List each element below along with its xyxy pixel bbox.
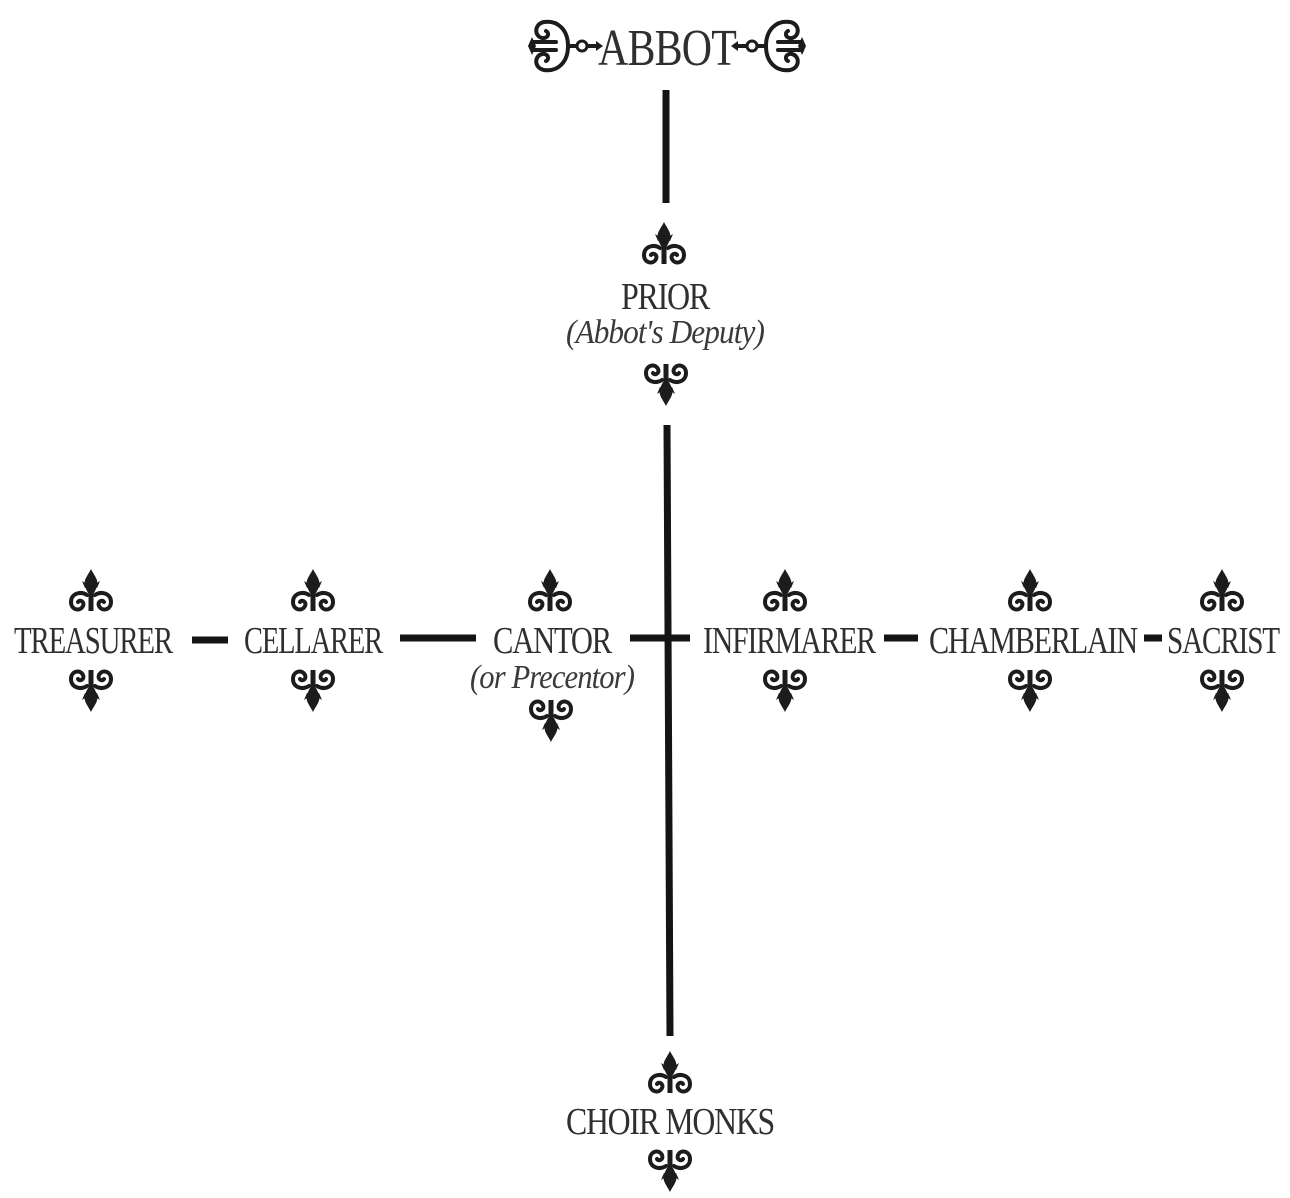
fleuron-icon: [648, 1049, 692, 1095]
fleuron-icon: [531, 700, 571, 742]
node-treasurer: TREASURER: [14, 567, 175, 712]
node-prior: PRIOR (Abbot's Deputy): [566, 220, 766, 406]
swash-right-ornament: [729, 19, 808, 73]
node-cantor: CANTOR (or Precentor): [470, 567, 636, 742]
fleuron-icon: [1008, 567, 1052, 613]
fleuron-icon: [293, 670, 333, 712]
node-sacrist: SACRIST: [1167, 567, 1281, 712]
prior-subtitle: (Abbot's Deputy): [566, 314, 765, 351]
cantor-subtitle: (or Precentor): [470, 659, 635, 696]
abbot-label: ABBOT: [598, 20, 736, 77]
node-abbot: ABBOT: [526, 19, 808, 77]
sacrist-label: SACRIST: [1167, 620, 1280, 662]
prior-label: PRIOR: [621, 276, 711, 318]
node-cellarer: CELLARER: [244, 567, 385, 712]
fleuron-icon: [71, 670, 111, 712]
cantor-label: CANTOR: [493, 620, 613, 662]
swash-left-ornament: [526, 19, 605, 73]
cellarer-label: CELLARER: [244, 620, 384, 662]
fleuron-icon: [291, 567, 335, 613]
fleuron-icon: [1202, 670, 1242, 712]
node-chamberlain: CHAMBERLAIN: [929, 567, 1139, 712]
fleuron-icon: [763, 567, 807, 613]
fleuron-icon: [1200, 567, 1244, 613]
chamberlain-label: CHAMBERLAIN: [929, 620, 1138, 662]
treasurer-label: TREASURER: [14, 620, 174, 662]
fleuron-icon: [528, 567, 572, 613]
fleuron-icon: [1010, 670, 1050, 712]
choir-monks-label: CHOIR MONKS: [566, 1101, 774, 1143]
fleuron-icon: [646, 364, 686, 406]
node-infirmarer: INFIRMARER: [703, 567, 878, 712]
fleuron-icon: [765, 670, 805, 712]
infirmarer-label: INFIRMARER: [703, 620, 877, 662]
fleuron-icon: [650, 1150, 690, 1192]
link-prior-choir-monks: [663, 424, 674, 1037]
fleuron-icon: [642, 220, 686, 266]
node-choir-monks: CHOIR MONKS: [566, 1049, 776, 1192]
fleuron-icon: [69, 567, 113, 613]
